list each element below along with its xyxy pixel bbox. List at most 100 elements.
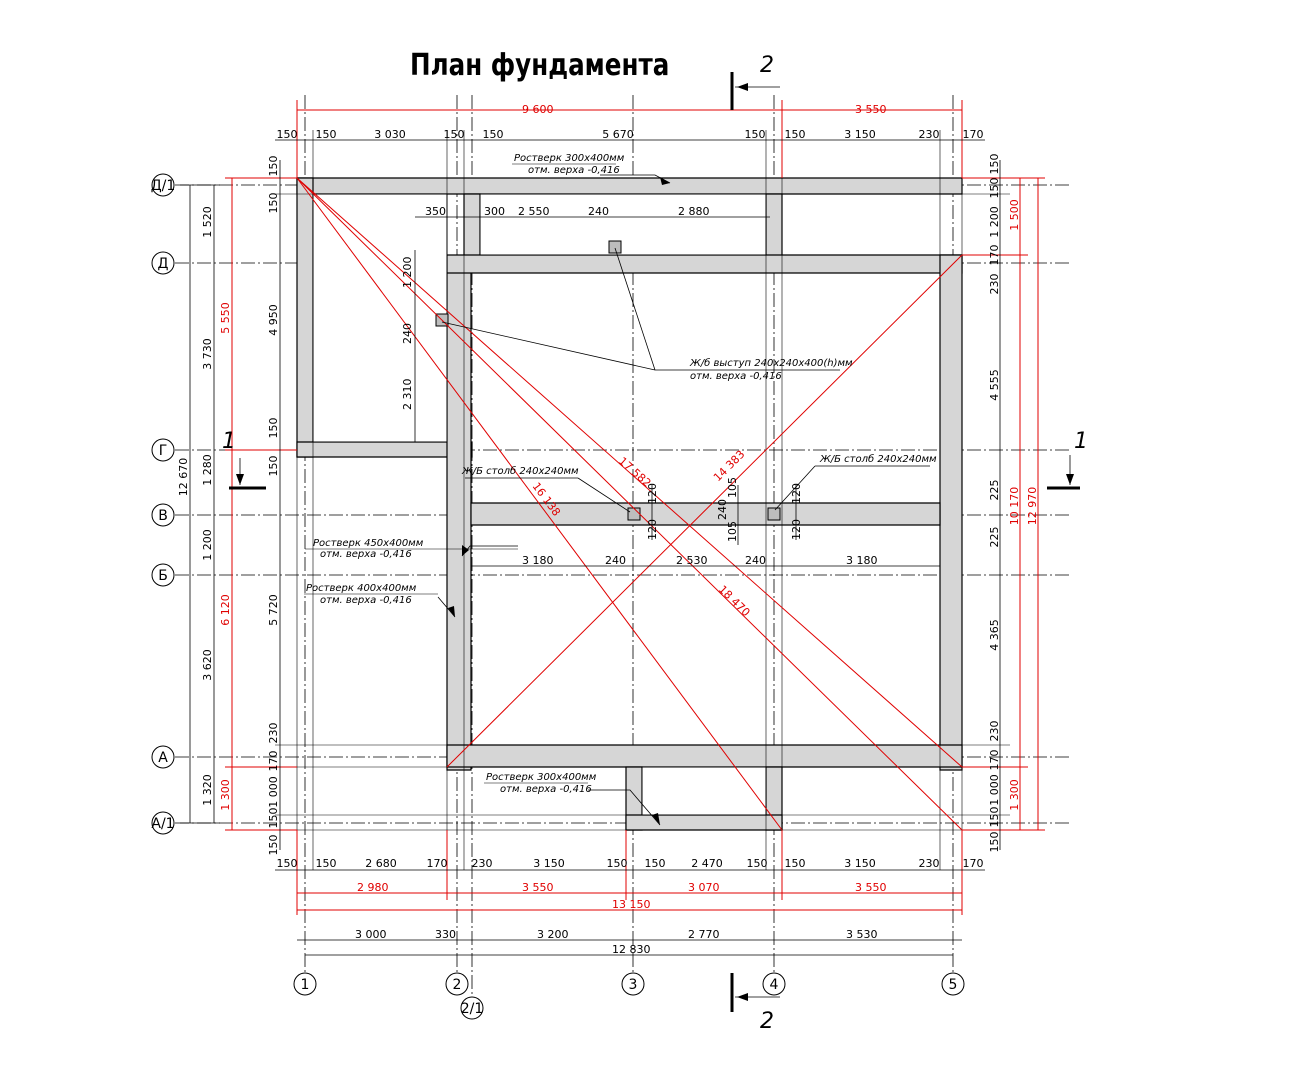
dim-right-inner-9: 230 <box>988 721 1001 742</box>
axis-label-v: 2/1 <box>461 1001 484 1017</box>
axis-bubble-v-5: 5 <box>941 972 965 996</box>
label-grillage-top-1: Ростверк 300х400мм <box>514 153 625 164</box>
dim-top-4: 150 <box>483 128 504 141</box>
dim-left-inner-0: 150 <box>267 156 280 177</box>
label-grillage-450-2: отм. верха -0,416 <box>320 549 412 560</box>
dim-bottom-1-9: 150 <box>747 857 768 870</box>
dim-bottom-1-4: 230 <box>472 857 493 870</box>
dim-left-mid-0: 1 520 <box>201 206 214 238</box>
dim-top-2: 3 030 <box>374 128 406 141</box>
dim-right-inner-12: 150 <box>988 807 1001 828</box>
dim-left-inner-6: 230 <box>267 723 280 744</box>
dim-top-3: 150 <box>444 128 465 141</box>
dim-right-red-2: 12 970 <box>1026 487 1039 526</box>
dim-room-3: 2 550 <box>518 205 550 218</box>
dim-bottom-red-2: 3 550 <box>522 881 554 894</box>
axis-bubble-v-3: 3 <box>621 972 645 996</box>
dim-right-inner-10: 170 <box>988 750 1001 771</box>
section-label-2-top: 2 <box>760 53 774 78</box>
dim-room-2: 300 <box>484 205 505 218</box>
dim-top-0: 150 <box>277 128 298 141</box>
dim-left-inner-3: 150 <box>267 418 280 439</box>
dim-left-mid-2: 1 280 <box>201 454 214 486</box>
axis-bubble-h-2: Г <box>151 438 175 462</box>
dim-bottom-1-2: 2 680 <box>365 857 397 870</box>
dim-left-mid-4: 3 620 <box>201 649 214 681</box>
dim-right-inner-0: 150 <box>988 154 1001 175</box>
dim-col-6: 120 <box>790 483 803 504</box>
dim-right-inner-1: 150 <box>988 178 1001 199</box>
label-grillage-bottom-1: Ростверк 300х400мм <box>486 772 597 783</box>
label-protrusion-2: отм. верха -0,416 <box>690 371 782 382</box>
dim-right-inner-8: 4 365 <box>988 619 1001 651</box>
dim-left-inner-8: 1 000 <box>267 776 280 808</box>
grillage-top-outer <box>296 177 963 195</box>
column-1 <box>627 507 641 521</box>
column-2 <box>767 507 781 521</box>
axis-label-h: Д <box>158 256 169 272</box>
axis-label-h: А <box>158 750 168 766</box>
dim-bottom-1-5: 3 150 <box>533 857 565 870</box>
dim-left-inner-2: 4 950 <box>267 304 280 336</box>
label-grillage-400-1: Ростверк 400х400мм <box>306 583 417 594</box>
page-title: План фундамента <box>410 48 670 83</box>
dim-room-4: 240 <box>588 205 609 218</box>
dim-top-8: 3 150 <box>844 128 876 141</box>
axis-label-h: Г <box>159 443 168 459</box>
axis-bubble-h-4: Б <box>151 563 175 587</box>
label-grillage-bottom-2: отм. верха -0,416 <box>500 784 592 795</box>
dim-b-2: 240 <box>605 554 626 567</box>
dim-left-outer: 12 670 <box>177 458 190 497</box>
dim-bottom-1-12: 230 <box>919 857 940 870</box>
grillage-axis-a <box>446 744 963 768</box>
dim-leftcol-1: 1 200 <box>401 257 414 289</box>
dim-bottom-red-1: 2 980 <box>357 881 389 894</box>
dim-leftcol-3: 2 310 <box>401 379 414 411</box>
dim-top-9: 230 <box>919 128 940 141</box>
axis-bubble-v-2: 2/1 <box>460 996 484 1020</box>
dim-col-7: 120 <box>790 519 803 540</box>
dim-left-red-2: 1 300 <box>219 779 232 811</box>
axis-bubble-v-0: 1 <box>293 972 317 996</box>
dim-b-5: 3 180 <box>846 554 878 567</box>
label-column-2: Ж/Б столб 240х240мм <box>819 453 937 465</box>
section-label-1-left: 1 <box>222 429 236 454</box>
axis-label-h: Д/1 <box>151 178 176 194</box>
dim-right-inner-13: 150 <box>988 832 1001 853</box>
dim-bottom-red-3: 3 070 <box>688 881 720 894</box>
dim-bottom-1-6: 150 <box>607 857 628 870</box>
axis-bubble-h-3: В <box>151 503 175 527</box>
label-grillage-450-1: Ростверк 450х400мм <box>313 538 424 549</box>
dim-bottom-red-total: 13 150 <box>612 898 651 911</box>
section-label-1-right: 1 <box>1074 429 1088 454</box>
diag-label-4: 18 470 <box>716 583 753 619</box>
dim-bottom-4-2: 330 <box>435 928 456 941</box>
dim-right-red-0: 1 500 <box>1008 199 1021 231</box>
axis-label-v: 1 <box>301 977 310 993</box>
dim-right-red-1: 10 170 <box>1008 487 1021 526</box>
dim-bottom-4-4: 2 770 <box>688 928 720 941</box>
dim-bottom-4-5: 3 530 <box>846 928 878 941</box>
dim-bottom-1-3: 170 <box>427 857 448 870</box>
dim-bottom-1-0: 150 <box>277 857 298 870</box>
dim-bottom-1-13: 170 <box>963 857 984 870</box>
axis-label-v: 4 <box>770 977 779 993</box>
dim-left-mid-1: 3 730 <box>201 338 214 370</box>
label-grillage-400-2: отм. верха -0,416 <box>320 595 412 606</box>
diag-label-1: 17 582 <box>616 455 653 490</box>
dim-top-red-1: 9 600 <box>522 103 554 116</box>
dim-col-5: 240 <box>716 499 729 520</box>
dim-top-1: 150 <box>316 128 337 141</box>
dim-left-inner-4: 150 <box>267 456 280 477</box>
dim-left-red-1: 6 120 <box>219 594 232 626</box>
grillage-axis1 <box>296 177 314 458</box>
dim-b-4: 240 <box>745 554 766 567</box>
dim-left-inner-7: 170 <box>267 751 280 772</box>
dim-left-inner-9: 150 <box>267 808 280 829</box>
dim-right-inner-6: 225 <box>988 480 1001 501</box>
axis-bubble-h-0: Д/1 <box>151 173 176 197</box>
dim-bottom-1-1: 150 <box>316 857 337 870</box>
grillage-axis5 <box>939 254 963 771</box>
dim-right-inner-5: 4 555 <box>988 369 1001 401</box>
